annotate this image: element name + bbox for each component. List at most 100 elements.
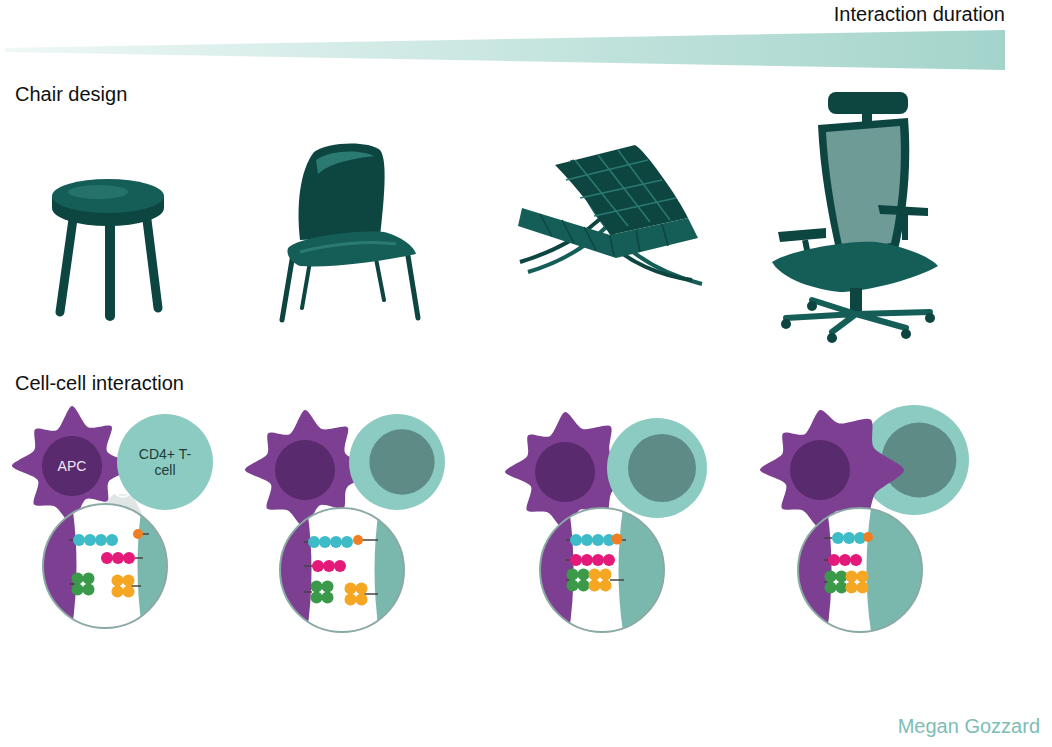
t-cell-part <box>349 414 445 510</box>
molecule-bead <box>570 534 582 546</box>
cell-shape <box>117 414 213 510</box>
cell-label: APC <box>58 458 87 474</box>
apc-membrane <box>262 490 312 650</box>
duration-wedge-part <box>5 30 1005 70</box>
molecule-bead <box>356 583 368 595</box>
apc-cell <box>760 410 904 528</box>
plastic-chair-part <box>288 232 417 267</box>
molecule-bead <box>850 554 862 566</box>
t-cell-nucleus <box>369 429 434 494</box>
ligand-dot <box>612 534 623 545</box>
zoom-circle <box>780 490 940 650</box>
molecule-bead <box>95 534 107 546</box>
apc-membrane <box>25 486 77 646</box>
molecule-bead <box>322 581 334 593</box>
t-cell-part <box>607 418 707 518</box>
molecule-bead <box>308 536 320 548</box>
office-chair-part <box>786 300 930 332</box>
molecule-bead <box>581 554 593 566</box>
t-cell-nucleus <box>628 434 696 502</box>
zoom-circle-part <box>798 508 922 632</box>
apc-membrane <box>522 490 574 650</box>
cell-panel <box>760 405 969 650</box>
office-chair-part <box>827 333 837 343</box>
molecule-bead <box>112 586 124 598</box>
molecule-bead <box>123 586 135 598</box>
molecule-bead <box>570 554 582 566</box>
molecule-bead <box>101 552 113 564</box>
zoom-circle-part <box>280 508 404 632</box>
molecule-bead <box>312 560 324 572</box>
molecule-bead <box>857 571 869 583</box>
molecule-bead <box>123 575 135 587</box>
molecule-bead <box>319 536 331 548</box>
ligand-dot <box>353 535 363 545</box>
t-cell-membrane <box>867 490 941 650</box>
molecule-bead <box>843 532 855 544</box>
cell-panels <box>12 405 969 650</box>
node-text-block: CD4+ T-cell <box>134 446 196 478</box>
molecule-bead <box>330 536 342 548</box>
office-chair-part <box>826 126 901 250</box>
stool-part <box>146 212 158 308</box>
molecule-bead <box>73 534 85 546</box>
stool-part <box>60 212 74 312</box>
t-cell: CD4+ T-cell <box>117 414 213 510</box>
molecule-bead <box>345 594 357 606</box>
molecule-bead <box>839 554 851 566</box>
office-chair-part <box>772 242 938 292</box>
office-chair-part <box>778 228 826 242</box>
zoom-circle <box>522 490 682 650</box>
molecule-bead <box>311 581 323 593</box>
molecule-bead <box>828 554 840 566</box>
office-chair <box>772 92 938 343</box>
molecule-stalk <box>566 539 570 541</box>
molecule-bead <box>578 569 590 581</box>
lounge-chair-part <box>540 214 668 256</box>
t-cell <box>349 414 445 510</box>
office-chair-part <box>818 118 909 258</box>
molecule-bead <box>334 560 346 572</box>
t-cell-membrane <box>138 486 186 646</box>
molecule-bead <box>341 536 353 548</box>
molecule-bead <box>83 573 95 585</box>
office-chair-part <box>828 92 908 114</box>
molecule-stalk <box>566 559 570 561</box>
molecule-bead <box>600 580 612 592</box>
membrane-closeup <box>522 490 682 650</box>
office-chair-part <box>925 313 935 323</box>
apc-nucleus <box>275 440 335 500</box>
stool-part <box>52 179 164 213</box>
molecule-bead <box>832 532 844 544</box>
t-cell <box>607 418 707 518</box>
membrane-closeup <box>780 490 940 650</box>
molecule-bead <box>581 534 593 546</box>
apc-nucleus <box>790 440 850 500</box>
membrane-closeup <box>25 486 185 646</box>
text-label: Interaction duration <box>834 2 1005 26</box>
text-label: Cell-cell interaction <box>15 371 184 395</box>
zoom-circle <box>262 490 422 650</box>
cell-panel <box>505 412 707 650</box>
apc-cell-part <box>760 410 904 528</box>
plastic-chair-part <box>300 242 396 252</box>
molecule-stalk <box>362 539 378 541</box>
molecule-bead <box>600 569 612 581</box>
molecule-stalk <box>824 537 832 539</box>
molecule-bead <box>592 554 604 566</box>
office-chair-part <box>901 329 911 339</box>
molecule-bead <box>567 580 579 592</box>
lounge-chair-part <box>518 208 698 258</box>
lounge-chair-part <box>555 145 688 235</box>
t-cell-membrane <box>375 490 423 650</box>
duration-wedge <box>5 30 1005 70</box>
plastic-chair-part <box>299 143 385 240</box>
node-text-block: APC <box>58 458 87 474</box>
molecule-bead <box>356 594 368 606</box>
ligand-dot <box>863 532 873 542</box>
plastic-chair-part <box>316 151 374 174</box>
molecule-stalk <box>135 557 143 559</box>
membrane-closeup <box>262 490 422 650</box>
molecule-bead <box>578 580 590 592</box>
